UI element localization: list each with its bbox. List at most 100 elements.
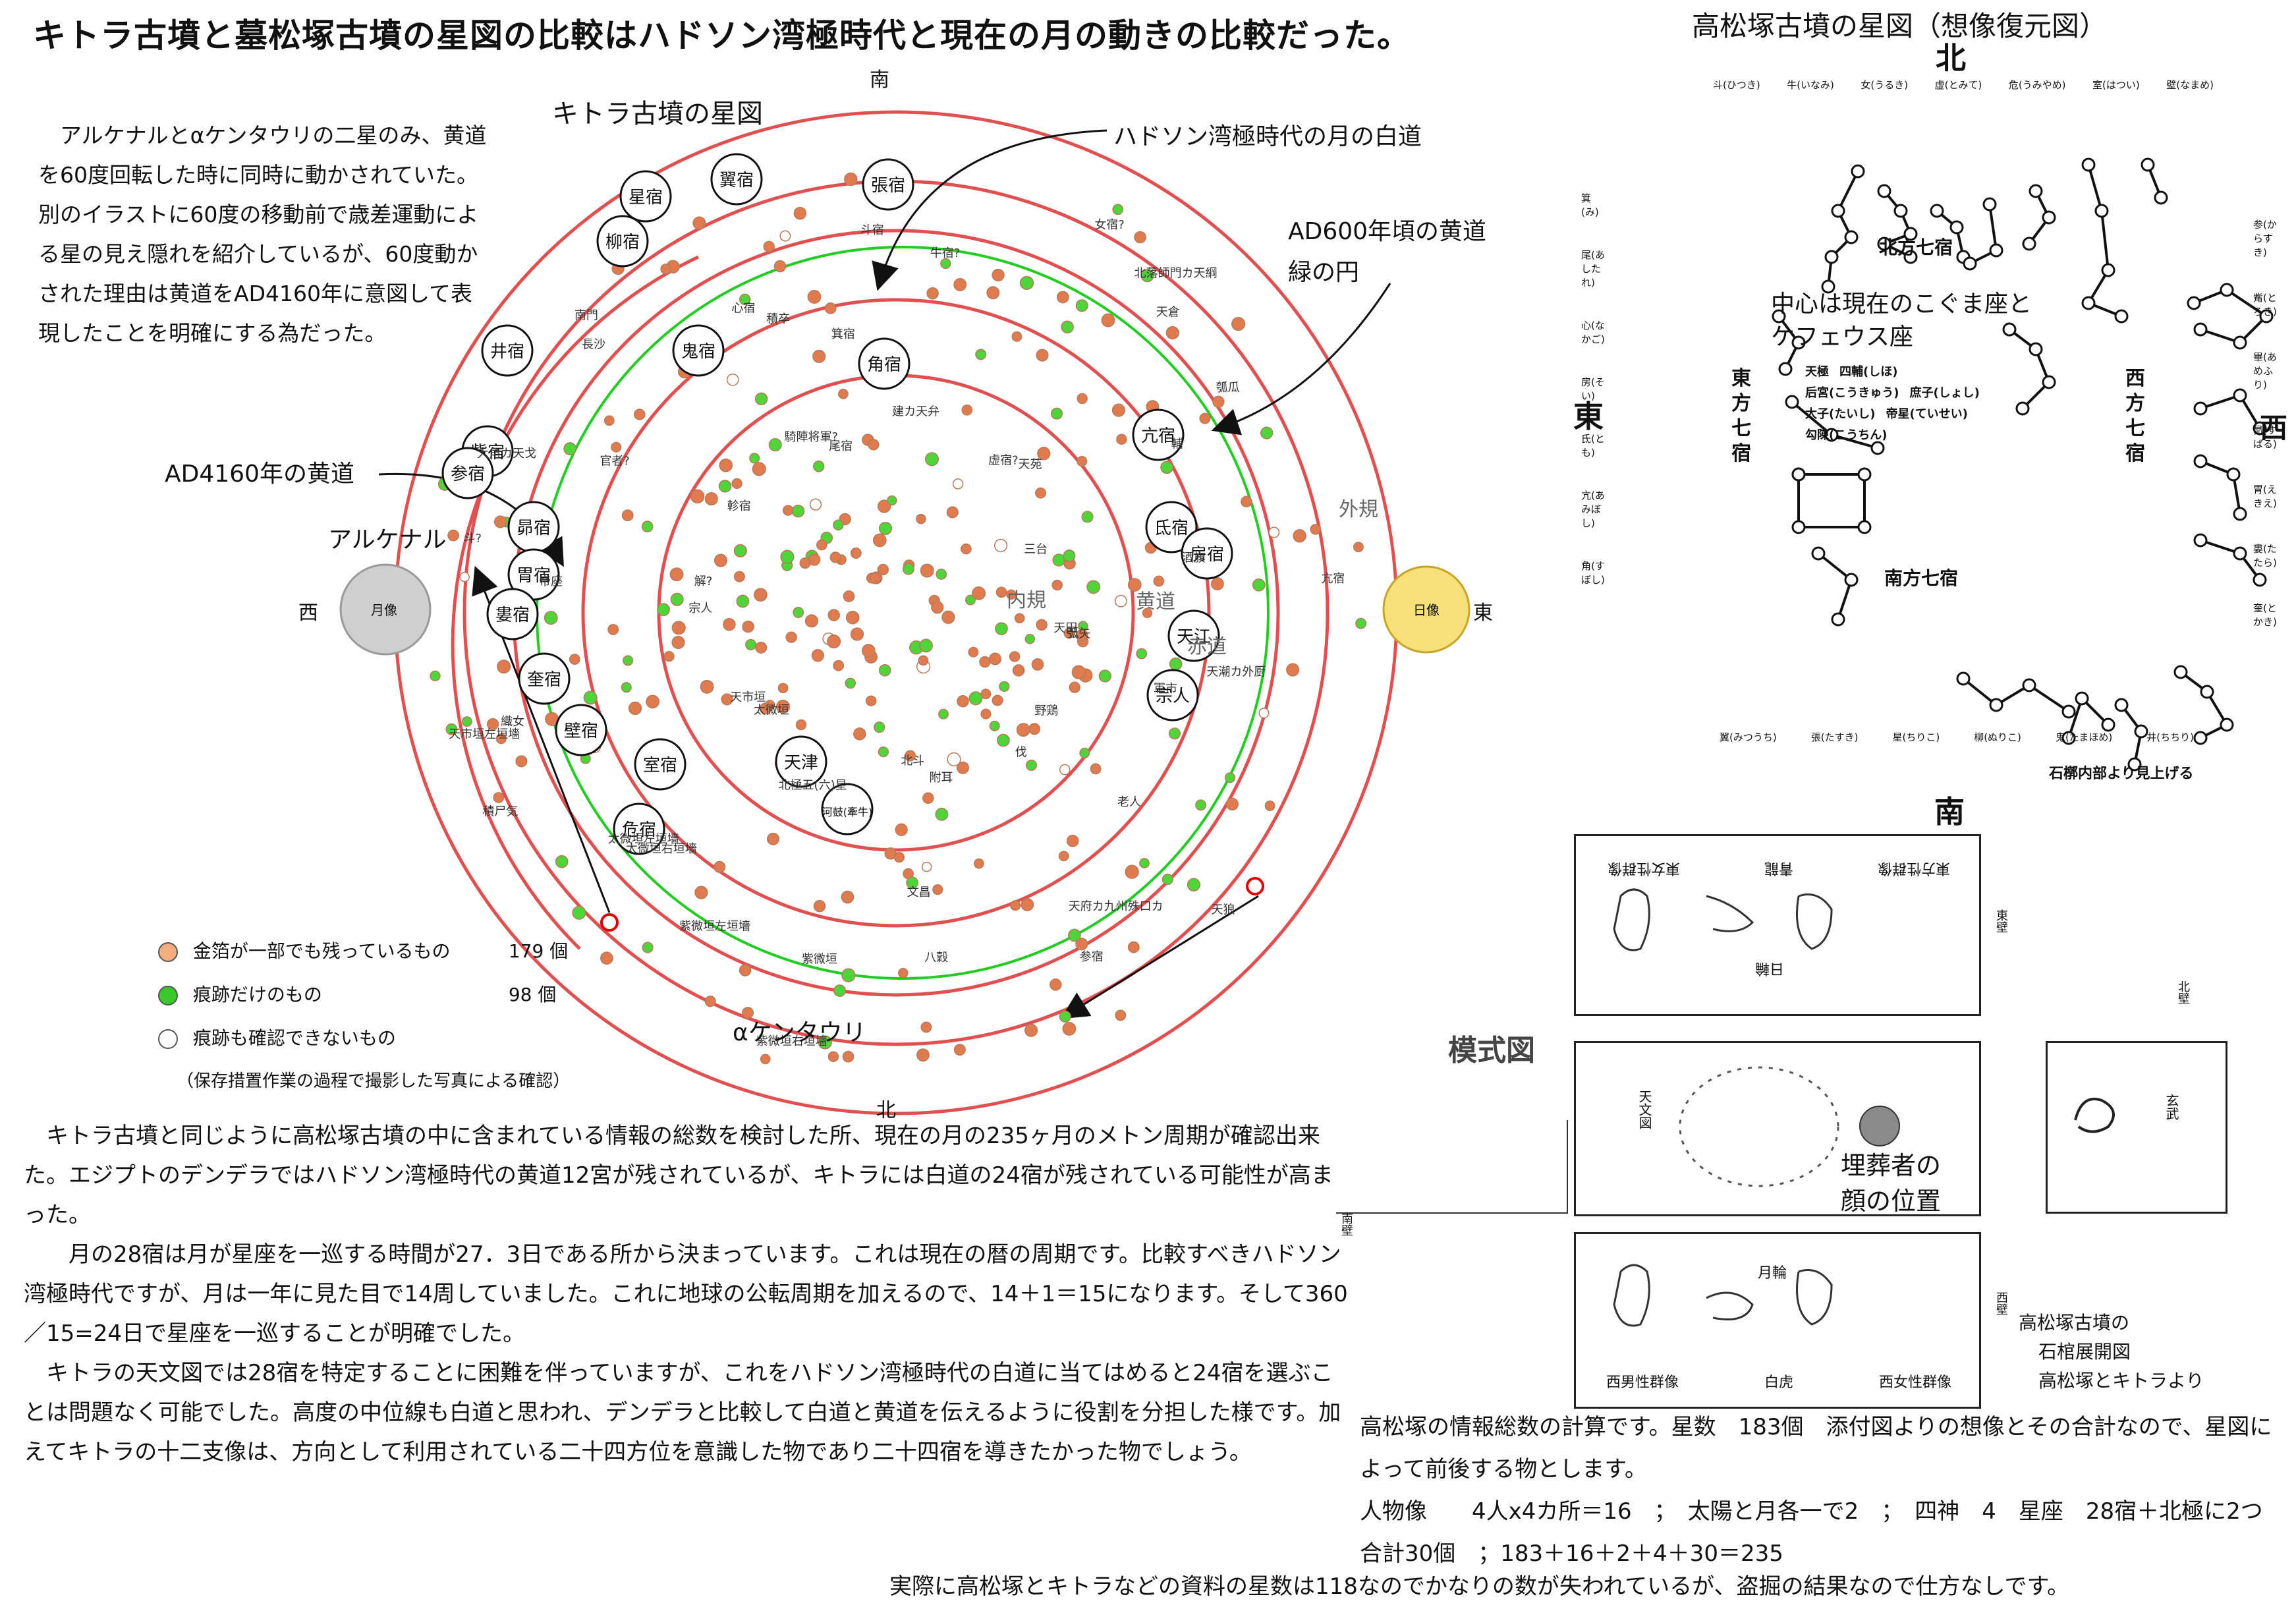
north-seven-label: 北方七宿 — [1879, 237, 1953, 258]
east-mansion-name: 角(すぼし) — [1581, 560, 1605, 586]
diagram-north-wall-label: 北壁 — [2176, 980, 2190, 1004]
mansion-label: 危宿 — [622, 820, 656, 840]
star-dot — [952, 478, 964, 490]
star-dot — [926, 287, 939, 300]
star-dot — [1127, 941, 1140, 953]
takamatsu-star — [2193, 454, 2208, 468]
star-dot — [1066, 834, 1079, 847]
star-dot — [1069, 681, 1080, 693]
genbu-sketch — [2074, 1098, 2115, 1133]
kitora-star-label: 南門 — [574, 309, 598, 323]
kitora-star-label: 斗宿 — [860, 223, 884, 237]
takamatsu-star — [1772, 309, 1786, 324]
star-dot — [995, 622, 1008, 636]
star-dot — [953, 278, 967, 291]
koudou-label: 黄道 — [1136, 590, 1175, 613]
takamatsu-star — [2101, 263, 2115, 277]
star-dot — [827, 1051, 839, 1062]
kitora-star-label: 騎陣将軍? — [785, 430, 839, 444]
star-dot — [1136, 648, 1148, 660]
takamatsu-star — [2022, 678, 2036, 692]
kitora-star-label: 天狼 — [1212, 903, 1235, 917]
star-dot — [877, 499, 891, 513]
takamatsu-star — [2253, 421, 2267, 436]
south-mansion-name: 張(たすき) — [1810, 731, 1859, 743]
takamatsu-star — [2134, 724, 2148, 739]
star-dot — [818, 1035, 832, 1050]
takamatsu-star — [1857, 520, 1872, 534]
kitora-star-label: 積尸気 — [482, 805, 518, 819]
takamatsu-star — [1821, 279, 1835, 294]
mansion-circle — [481, 324, 534, 377]
star-dot — [1056, 291, 1069, 304]
mansion-circle — [634, 738, 686, 791]
takamatsu-east-label: 東 — [1573, 399, 1604, 434]
takamatsu-star — [2114, 698, 2129, 712]
ad4160-arc — [451, 255, 700, 950]
east-mansion-name: 房(そい) — [1581, 376, 1605, 402]
takamatsu-star — [2029, 342, 2043, 356]
star-dot — [700, 679, 714, 694]
takamatsu-star — [2220, 718, 2234, 732]
center-star-name: 四輔(しほ) — [1839, 365, 1898, 379]
takamatsu-star — [2233, 335, 2247, 350]
kitora-star-label: 弧矢 — [1067, 627, 1090, 640]
diagram-genbu-label: 玄武 — [2164, 1094, 2179, 1120]
arrow-ad600 — [1211, 283, 1391, 436]
star-dot — [999, 681, 1010, 692]
north-mansion-name: 女(うるき) — [1861, 79, 1909, 91]
takamatsu-star — [2226, 467, 2241, 482]
takamatsu-star — [2259, 309, 2274, 324]
star-dot — [1260, 426, 1274, 439]
annotation-ad600-line2: 緑の円 — [1288, 259, 1360, 286]
burial-face-line2: 顔の位置 — [1841, 1187, 1942, 1216]
takamatsu-star — [2015, 401, 2030, 416]
sekidou-label: 赤道 — [1187, 635, 1227, 658]
star-dot — [607, 623, 619, 635]
takamatsu-constellation-line — [1962, 677, 2070, 713]
center-star-name: 天極 — [1805, 365, 1829, 379]
star-dot — [736, 594, 750, 608]
kitora-legend: 金箔が一部でも残っているもの 179 個 痕跡だけのもの 98 個 痕跡も確認で… — [158, 937, 570, 1092]
bottom-note: 実際に高松塚とキトラなどの資料の星数は118なのでかなりの数が失われているが、盗… — [889, 1573, 2070, 1600]
star-dot — [1031, 658, 1044, 671]
star-dot — [1035, 487, 1046, 499]
star-dot — [865, 695, 877, 706]
moon-disk-label: 月像 — [371, 602, 397, 618]
star-dot — [812, 349, 826, 363]
star-dot — [1310, 524, 1321, 535]
star-dot — [544, 611, 558, 625]
star-dot — [1210, 577, 1224, 591]
star-dot — [804, 614, 818, 628]
star-dot — [1010, 900, 1021, 911]
star-dot — [1051, 579, 1063, 591]
star-dot — [1016, 723, 1030, 737]
star-dot — [459, 571, 470, 582]
north-mansion-name: 牛(いなみ) — [1787, 79, 1834, 91]
kitora-star-label: 箕宿 — [831, 327, 855, 341]
star-dot — [845, 610, 860, 625]
star-dot — [869, 572, 882, 584]
star-dot — [932, 884, 943, 895]
star-dot — [992, 694, 1003, 706]
star-dot — [1153, 575, 1165, 587]
star-dot — [721, 693, 733, 706]
mansion-circle — [1181, 527, 1233, 580]
star-dot — [906, 876, 918, 889]
east-seven-label: 東方七宿 — [1731, 367, 1751, 465]
diagram-bottom-figure-label: 白虎 — [1764, 1374, 1793, 1391]
star-dot — [829, 551, 841, 563]
west-mansion-name: 昴(すばる) — [2253, 424, 2277, 450]
mansion-label: 奎宿 — [527, 670, 561, 690]
star-dot — [878, 521, 893, 536]
legend-dot-trace — [158, 986, 178, 1005]
star-dot — [785, 631, 797, 643]
star-dot — [1059, 764, 1071, 776]
star-dot — [974, 858, 984, 869]
kitora-star-label: 輔 — [1171, 438, 1183, 451]
takamatsu-north-names: 斗(ひつき)牛(いなみ)女(うるき)虚(とみて)危(うみやめ)室(はつい)壁(な… — [1713, 78, 2214, 92]
star-dot — [793, 607, 804, 618]
kitora-star-label: 野鶏 — [1034, 704, 1058, 718]
kitora-star-label: 天府カ九州殊口カ — [1069, 900, 1163, 914]
takamatsu-star — [1785, 395, 1799, 409]
